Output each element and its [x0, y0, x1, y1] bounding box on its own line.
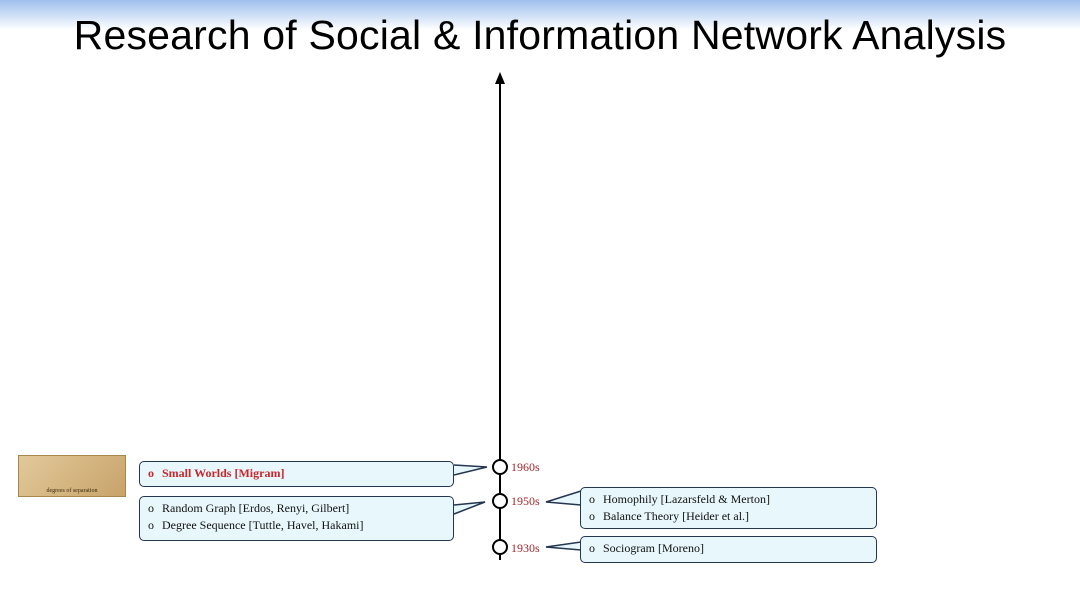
callout-pointer-1950s-left	[453, 501, 486, 515]
era-node-1960s	[492, 459, 508, 475]
era-label-1950s: 1950s	[511, 494, 540, 508]
era-node-1930s	[492, 539, 508, 555]
era-node-1950s	[492, 493, 508, 509]
bullet-icon: o	[148, 518, 154, 532]
page-title: Research of Social & Information Network…	[73, 12, 1007, 58]
bullet-icon: o	[148, 466, 154, 480]
era-label-1960s: 1960s	[511, 460, 540, 474]
thumbnail-caption: degrees of separation	[46, 488, 98, 494]
callout-pointer-1930s-right	[545, 541, 582, 551]
era-label-1930s: 1930s	[511, 541, 540, 555]
timeline-arrowhead	[495, 72, 505, 84]
bullet-icon: o	[148, 501, 154, 515]
bullet-icon: o	[589, 492, 595, 506]
six-degrees-thumbnail: degrees of separation	[18, 455, 126, 497]
bullet-icon: o	[589, 541, 595, 555]
bullet-icon: o	[589, 509, 595, 523]
header-band	[0, 0, 1080, 30]
callout-pointer-1950s-right	[545, 490, 582, 506]
callout-pointer-1960s-left	[453, 464, 488, 476]
